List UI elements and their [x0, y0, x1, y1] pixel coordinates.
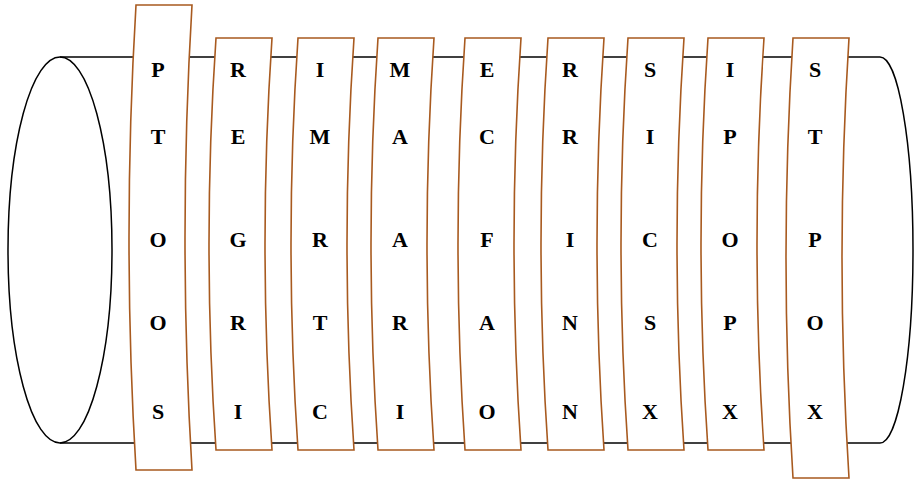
strip-letter: X — [722, 401, 738, 423]
strip-letter: T — [808, 126, 823, 148]
strip-letter: X — [807, 401, 823, 423]
strip-letter: R — [312, 229, 328, 251]
cipher-strip: P T O O S — [126, 5, 194, 470]
strip-border — [291, 38, 354, 450]
strip-letter: T — [151, 126, 166, 148]
strip-letter: C — [642, 229, 658, 251]
cipher-strip: S T P O X — [783, 38, 851, 478]
cipher-strip: S I C S X — [618, 38, 686, 450]
strip-letter: N — [562, 312, 578, 334]
strip-letter: S — [644, 59, 656, 81]
strip-border — [701, 38, 764, 450]
strip-letter: G — [229, 229, 246, 251]
strip-letter: E — [480, 59, 495, 81]
strip-letter: I — [316, 59, 325, 81]
strip-border — [786, 38, 849, 478]
strip-letter: A — [392, 126, 408, 148]
cipher-strip: I M R T C — [288, 38, 356, 450]
strip-border — [541, 38, 604, 450]
strip-letter: O — [806, 312, 823, 334]
strip-border — [458, 38, 521, 450]
strip-letter: S — [809, 59, 821, 81]
strip-letter: N — [562, 401, 578, 423]
strip-letter: X — [642, 401, 658, 423]
strip-letter: R — [392, 312, 408, 334]
strip-letter: C — [312, 401, 328, 423]
strip-letter: O — [149, 229, 166, 251]
strip-letter: A — [392, 229, 408, 251]
strip-letter: I — [566, 229, 575, 251]
strip-letter: P — [808, 229, 821, 251]
cipher-strip: R R I N N — [538, 38, 606, 450]
cylinder-end — [8, 57, 112, 443]
cylinder-end — [880, 57, 913, 443]
cipher-strip: R E G R I — [206, 38, 274, 450]
strip-letter: I — [726, 59, 735, 81]
strip-letter: I — [234, 401, 243, 423]
strip-letter: R — [562, 59, 578, 81]
strip-letter: P — [723, 312, 736, 334]
strip-letter: O — [149, 312, 166, 334]
strip-letter: I — [396, 401, 405, 423]
strip-letter: A — [479, 312, 495, 334]
strip-letter: P — [151, 59, 164, 81]
strip-letter: C — [479, 126, 495, 148]
strip-border — [209, 38, 272, 450]
strip-border — [621, 38, 684, 450]
strip-letter: P — [723, 126, 736, 148]
strip-letter: T — [313, 312, 328, 334]
strip-letter: M — [390, 59, 411, 81]
strip-border — [371, 38, 434, 450]
cipher-strip: E C F A O — [455, 38, 523, 450]
strip-letter: O — [478, 401, 495, 423]
strip-letter: E — [231, 126, 246, 148]
strip-letter: S — [152, 401, 164, 423]
strip-letter: R — [230, 312, 246, 334]
cipher-strip: I P O P X — [698, 38, 766, 450]
strip-border — [129, 5, 192, 470]
strip-letter: O — [721, 229, 738, 251]
strip-letter: R — [230, 59, 246, 81]
strip-letter: I — [646, 126, 655, 148]
cipher-strip: M A A R I — [368, 38, 436, 450]
strip-letter: M — [310, 126, 331, 148]
strip-letter: F — [480, 229, 493, 251]
strip-letter: R — [562, 126, 578, 148]
strip-letter: S — [644, 312, 656, 334]
